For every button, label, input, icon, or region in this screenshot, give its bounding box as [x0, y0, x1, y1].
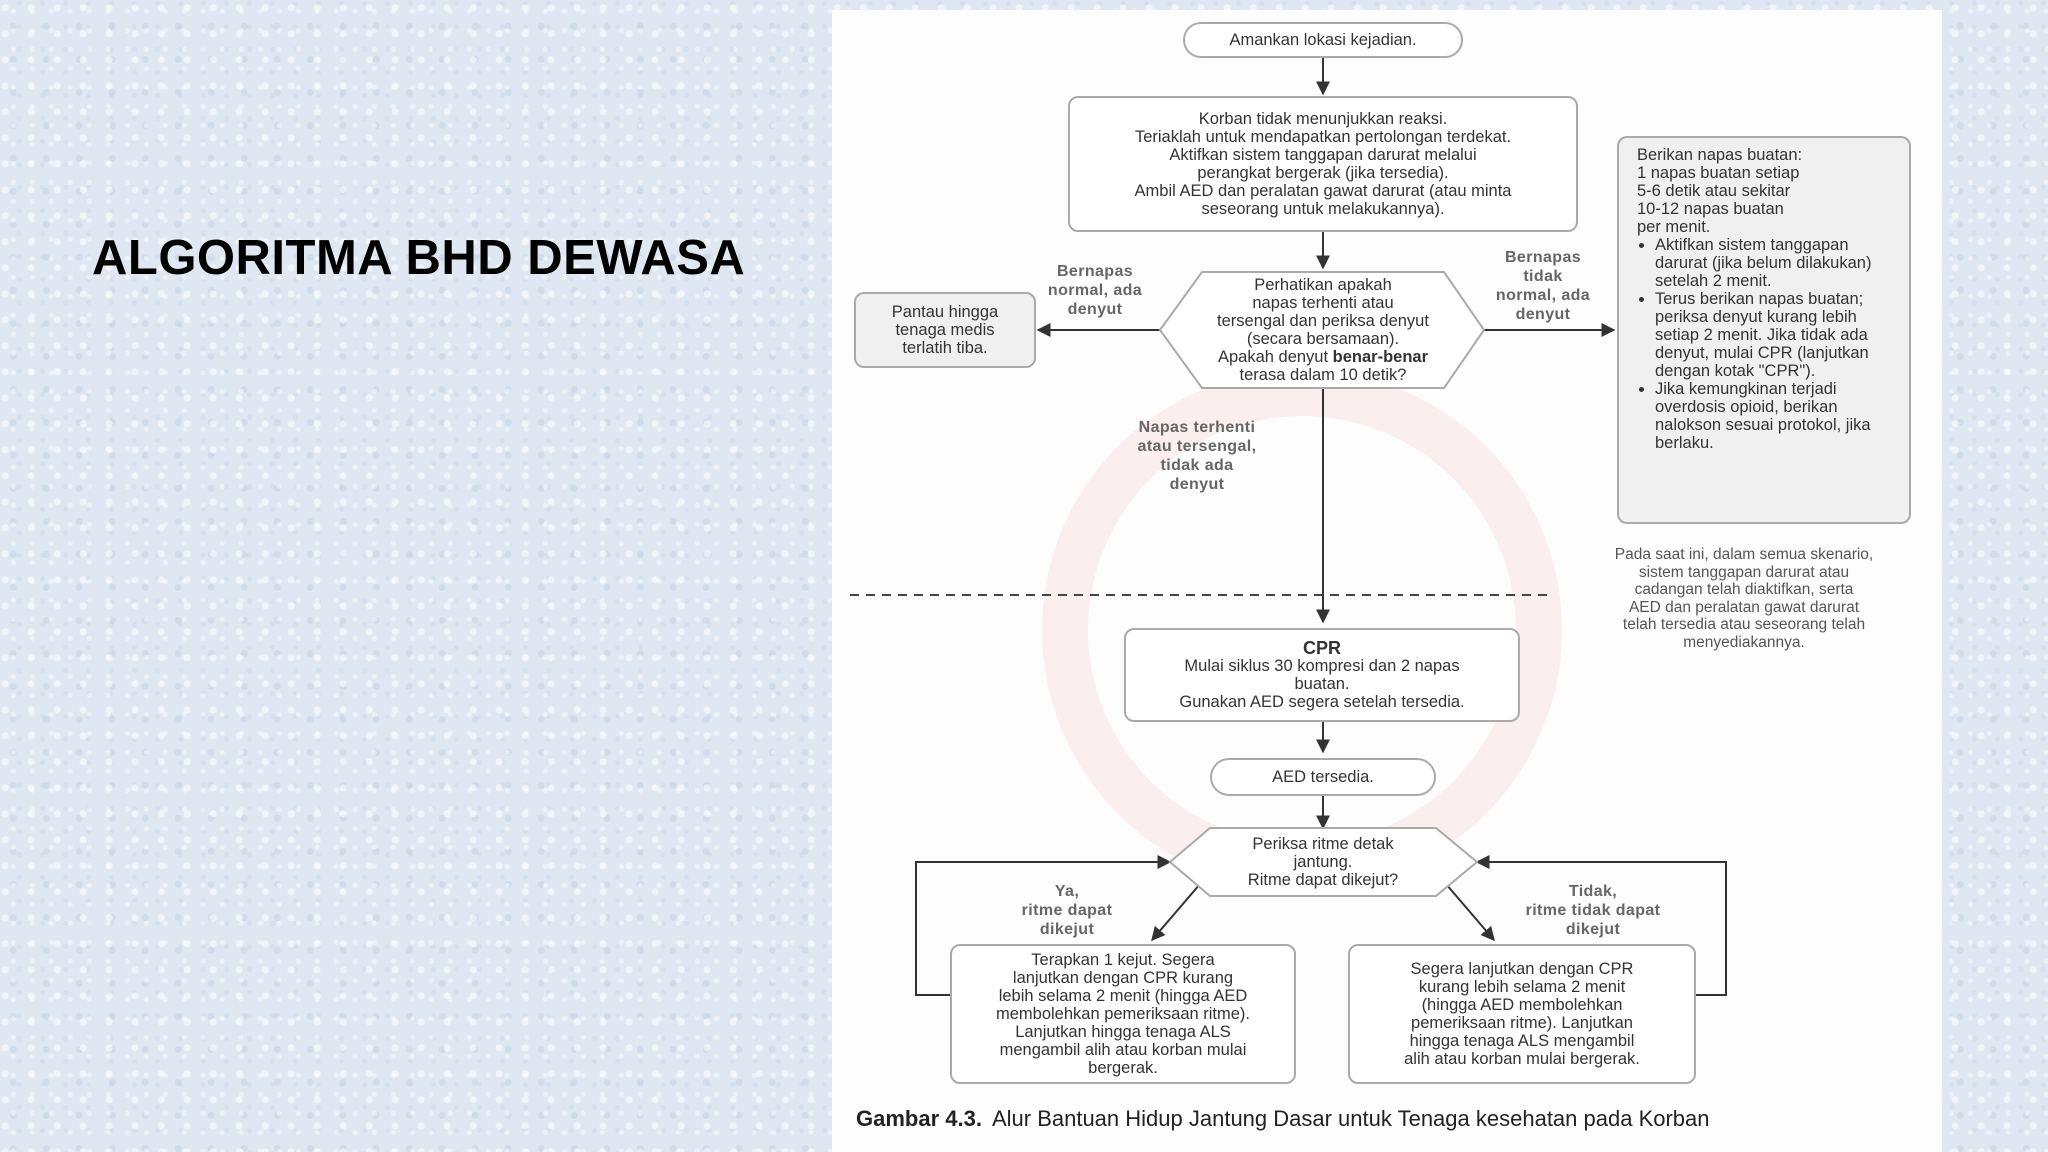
- flowchart-figure: Amankan lokasi kejadian. Korban tidak me…: [832, 10, 1942, 1152]
- non-shockable-label: Tidak, ritme tidak dapat dikejut: [1525, 883, 1661, 938]
- secure-scene-box: Amankan lokasi kejadian.: [1183, 22, 1463, 58]
- abnormal-breathing-label: Bernapas tidak normal, ada denyut: [1495, 249, 1591, 323]
- slide-title: ALGORITMA BHD DEWASA: [92, 231, 746, 285]
- no-shock-box: Segera lanjutkan dengan CPR kurang lebih…: [1348, 944, 1696, 1084]
- rhythm-hexagon: [1168, 827, 1479, 897]
- rescue-breathing-box: Berikan napas buatan: 1 napas buatan set…: [1617, 136, 1911, 524]
- connector-lines: [850, 58, 1727, 996]
- check-breathing-hexagon: [1158, 271, 1486, 389]
- cpr-box: CPR Mulai siklus 30 kompresi dan 2 napas…: [1124, 628, 1520, 722]
- shock-box: Terapkan 1 kejut. Segera lanjutkan denga…: [950, 944, 1296, 1084]
- monitor-box: Pantau hingga tenaga medis terlatih tiba…: [854, 292, 1036, 368]
- rescue-bullet-list: Aktifkan sistem tanggapan darurat (jika …: [1637, 236, 1897, 452]
- normal-breathing-label: Bernapas normal, ada denyut: [1047, 263, 1143, 318]
- figure-caption: Gambar 4.3.Alur Bantuan Hidup Jantung Da…: [856, 1106, 1710, 1131]
- unresponsive-box: Korban tidak menunjukkan reaksi. Teriakl…: [1068, 96, 1578, 232]
- aed-available-box: AED tersedia.: [1210, 758, 1436, 796]
- rescue-bullet: Terus berikan napas buatan; periksa deny…: [1655, 290, 1897, 380]
- shockable-label: Ya, ritme dapat dikejut: [1021, 883, 1113, 938]
- scenario-note: Pada saat ini, dalam semua skenario, sis…: [1614, 546, 1874, 651]
- pulse-question: Apakah denyut benar-benar: [1217, 348, 1429, 366]
- rhythm-check-text: Periksa ritme detak jantung. Ritme dapat…: [1247, 835, 1399, 889]
- no-breathing-label: Napas terhenti atau tersengal, tidak ada…: [1137, 419, 1257, 493]
- rescue-bullet: Aktifkan sistem tanggapan darurat (jika …: [1655, 236, 1897, 290]
- rescue-bullet: Jika kemungkinan terjadi overdosis opioi…: [1655, 380, 1897, 452]
- check-breathing-text: Perhatikan apakah napas terhenti atau te…: [1192, 272, 1454, 388]
